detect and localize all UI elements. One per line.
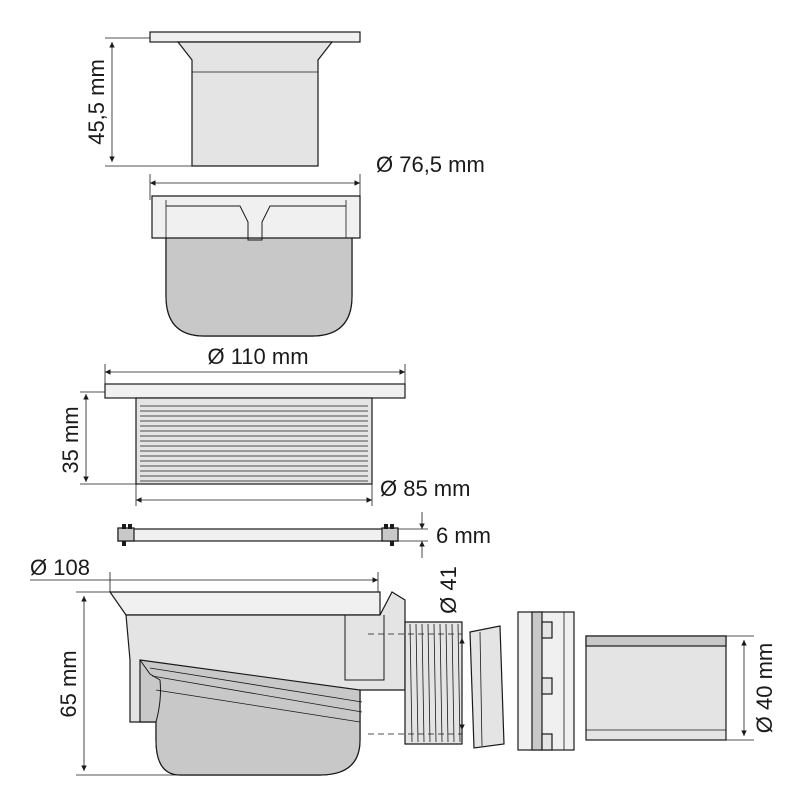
gasket-thickness-dimension: 6 mm: [398, 512, 491, 558]
pipe-part: [585, 635, 727, 741]
gasket-lip-left: [117, 527, 135, 542]
outlet-thread-groove: [451, 623, 455, 743]
flange-part: [104, 383, 406, 485]
outlet-thread-groove: [415, 623, 419, 743]
grate-height-dimension: 45,5 mm: [84, 37, 192, 167]
grate-plate: [149, 31, 361, 43]
basket-bottom: [165, 237, 353, 337]
grate-diameter-label: Ø 76,5 mm: [376, 152, 485, 177]
body-height-dimension: 35 mm: [58, 391, 136, 485]
trap-height-dimension: 65 mm: [56, 591, 180, 776]
pipe-body: [585, 635, 727, 741]
thread-diameter-label: Ø 85 mm: [380, 476, 470, 501]
basket-part: [151, 195, 361, 337]
outlet-thread-groove: [421, 623, 425, 743]
trap-diameter-dimension: Ø 108: [30, 555, 379, 594]
grate-diameter-dimension: Ø 76,5 mm: [149, 152, 485, 200]
gasket-part: [117, 524, 399, 546]
trap-rim: [108, 591, 381, 616]
reducer-ring: [469, 625, 505, 749]
thread-diameter-dimension: Ø 85 mm: [135, 476, 470, 506]
trap-body: [108, 591, 406, 776]
flange-diameter-label: Ø 110 mm: [207, 344, 308, 369]
outlet-thread-groove: [445, 623, 449, 743]
gasket-lip-right: [381, 527, 399, 542]
grate-height-label: 45,5 mm: [84, 59, 109, 145]
trap-diameter-label: Ø 108: [30, 555, 90, 580]
outlet-thread-groove: [439, 623, 443, 743]
body-height-label: 35 mm: [58, 406, 83, 473]
flange-plate: [104, 383, 406, 399]
pipe-diameter-label: Ø 40 mm: [752, 643, 777, 733]
outlet-diameter-label: Ø 41: [436, 566, 461, 614]
grate-riser: [176, 41, 334, 167]
trap-height-label: 65 mm: [56, 650, 81, 717]
pipe-diameter-dimension: Ø 40 mm: [726, 635, 777, 741]
gasket-thickness-label: 6 mm: [436, 523, 491, 548]
grate-part: [149, 31, 361, 167]
outlet-thread-groove: [427, 623, 431, 743]
thread-grooves: [140, 405, 368, 482]
trap-bowl: [139, 659, 361, 776]
trap-outlet-thread: [404, 621, 463, 745]
outlet-thread-groove: [409, 623, 413, 743]
outlet-diameter-dimension: Ø 41: [368, 566, 465, 735]
reducer-sleeve: [469, 625, 505, 749]
union-nut: [517, 611, 575, 751]
outlet-thread-groove: [433, 623, 437, 743]
gasket-ring: [117, 528, 399, 542]
